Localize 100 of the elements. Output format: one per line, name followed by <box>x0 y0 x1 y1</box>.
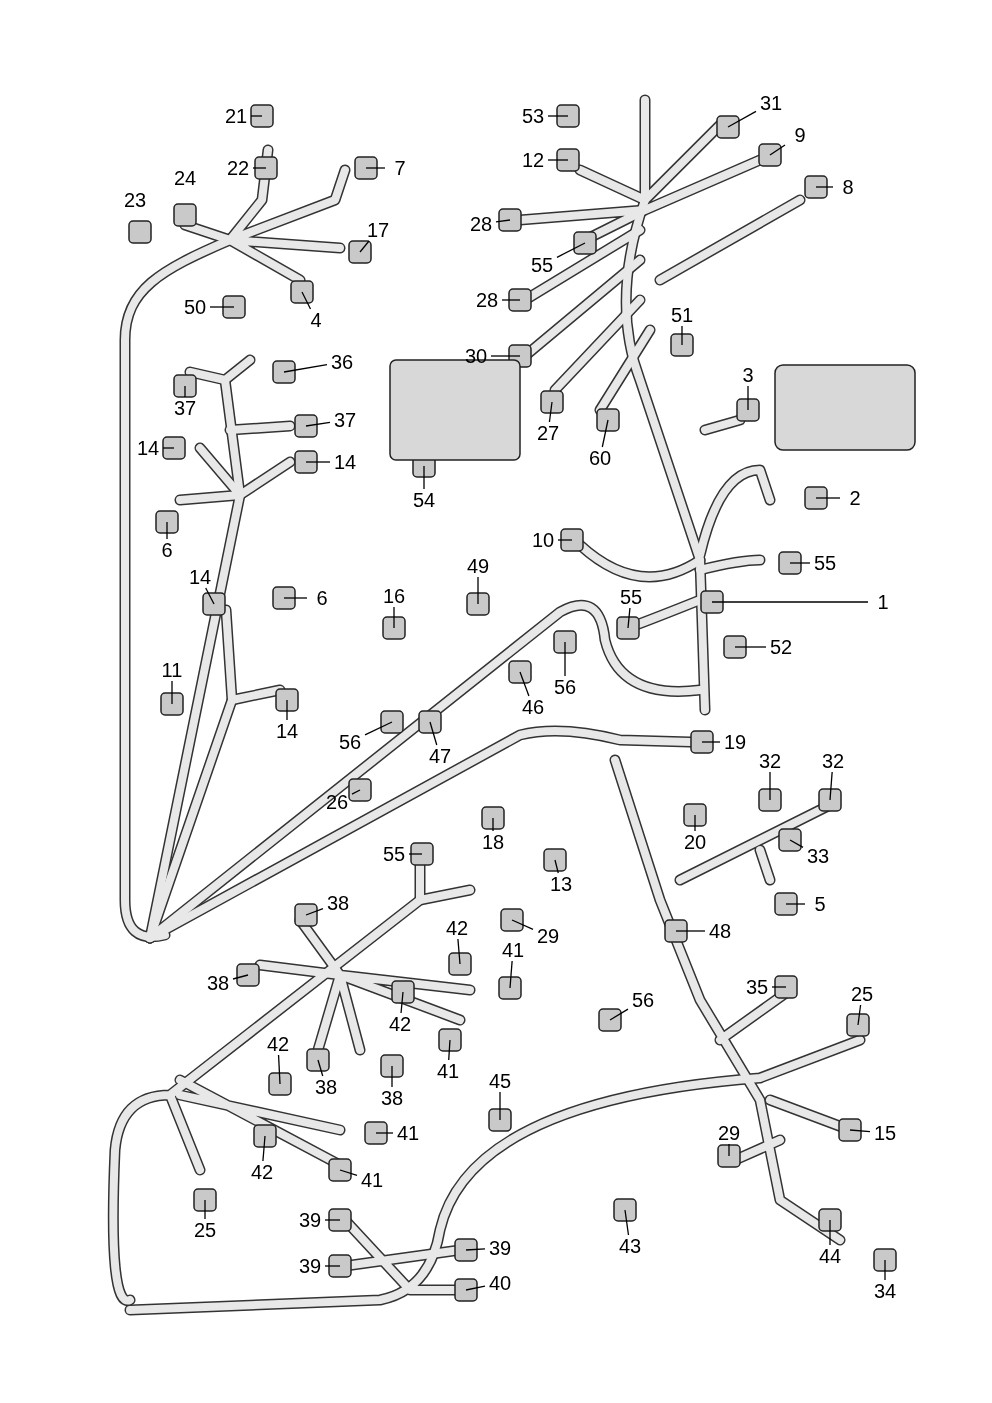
leader-line <box>262 1135 266 1162</box>
callout-number: 36 <box>327 351 357 373</box>
leader-line <box>771 986 787 988</box>
leader-line <box>675 930 706 932</box>
callout-number: 42 <box>385 1013 415 1035</box>
callout-number: 38 <box>323 892 353 914</box>
leader-line <box>554 859 559 874</box>
callout-number: 20 <box>680 831 710 853</box>
leader-line <box>232 974 249 980</box>
callout-number: 14 <box>330 451 360 473</box>
callout-number: 41 <box>498 939 528 961</box>
callout-number: 3 <box>733 364 763 386</box>
leader-line <box>351 789 361 795</box>
callout-number: 24 <box>172 167 198 189</box>
callout-number: 48 <box>705 920 735 942</box>
leader-line <box>162 447 175 449</box>
callout-number: 22 <box>223 157 253 179</box>
callout-number: 26 <box>322 791 352 813</box>
leader-line <box>849 1129 871 1133</box>
callout-number: 37 <box>170 397 200 419</box>
leader-line <box>393 606 395 629</box>
callout-number: 38 <box>311 1076 341 1098</box>
callout-number: 42 <box>247 1161 277 1183</box>
leader-line <box>785 903 806 905</box>
leader-line <box>734 646 767 648</box>
leader-line <box>789 839 804 849</box>
leader-line <box>769 144 786 156</box>
callout-number: 29 <box>533 925 563 947</box>
leader-line <box>769 771 771 801</box>
leader-line <box>252 167 267 169</box>
callout-number: 32 <box>818 750 848 772</box>
leader-line <box>815 186 834 188</box>
callout-number: 21 <box>221 105 251 127</box>
callout-number: 12 <box>518 149 548 171</box>
leader-line <box>286 699 288 721</box>
callout-number: 4 <box>301 309 331 331</box>
callout-number: 39 <box>295 1209 325 1231</box>
leader-line <box>884 1259 886 1281</box>
callout-number: 50 <box>180 296 210 318</box>
callout-number: 32 <box>755 750 785 772</box>
callout-number: 54 <box>409 489 439 511</box>
callout-number: 43 <box>615 1235 645 1257</box>
leader-line <box>499 1091 501 1121</box>
callout-number: 17 <box>363 219 393 241</box>
callout-number: 35 <box>742 976 772 998</box>
leader-line <box>857 1004 862 1026</box>
leader-line <box>457 938 461 965</box>
callout-number: 56 <box>335 731 365 753</box>
leader-line <box>305 461 331 463</box>
leader-line <box>511 919 534 930</box>
leader-line <box>564 641 566 677</box>
callout-number: 39 <box>295 1255 325 1277</box>
leader-line <box>492 817 494 832</box>
callout-number: 14 <box>133 437 163 459</box>
leader-line <box>495 219 511 223</box>
callout-number: 55 <box>379 843 409 865</box>
leader-line <box>324 1265 341 1267</box>
leader-line <box>501 299 521 301</box>
leader-line <box>509 960 513 989</box>
callout-number: 13 <box>546 873 576 895</box>
callout-number: 6 <box>307 587 337 609</box>
leader-line <box>519 671 530 697</box>
callout-number: 31 <box>756 92 786 114</box>
callout-number: 6 <box>152 539 182 561</box>
callout-number: 42 <box>442 917 472 939</box>
leader-line <box>305 908 324 916</box>
leader-line <box>701 741 721 743</box>
leader-line <box>205 587 215 605</box>
callout-number: 41 <box>433 1060 463 1082</box>
callout-number: 41 <box>357 1169 387 1191</box>
callout-number: 7 <box>385 157 415 179</box>
callout-number: 14 <box>272 720 302 742</box>
leader-line <box>171 680 173 705</box>
leader-line <box>547 159 569 161</box>
leader-line <box>166 521 168 540</box>
leader-line <box>681 325 683 346</box>
callout-number: 9 <box>785 124 815 146</box>
callout-number: 33 <box>803 845 833 867</box>
leader-line <box>747 385 749 411</box>
callout-number: 40 <box>485 1272 515 1294</box>
leader-line <box>728 1143 730 1157</box>
leader-line <box>429 721 438 746</box>
callout-number: 28 <box>466 213 496 235</box>
leader-line <box>490 355 521 357</box>
callout-number: 25 <box>190 1219 220 1241</box>
leader-line <box>277 1054 281 1085</box>
callout-number: 41 <box>393 1122 423 1144</box>
leader-line <box>556 242 586 258</box>
leader-line <box>250 115 263 117</box>
callout-number: 14 <box>185 566 215 588</box>
leader-line <box>789 562 811 564</box>
callout-number: 49 <box>463 555 493 577</box>
leader-line <box>547 115 569 117</box>
leader-line <box>727 110 757 128</box>
leader-line <box>324 1219 341 1221</box>
callout-number: 27 <box>533 422 563 444</box>
leader-line <box>815 497 841 499</box>
leader-line <box>408 853 423 855</box>
callout-number: 55 <box>527 254 557 276</box>
leader-line <box>829 1219 831 1246</box>
